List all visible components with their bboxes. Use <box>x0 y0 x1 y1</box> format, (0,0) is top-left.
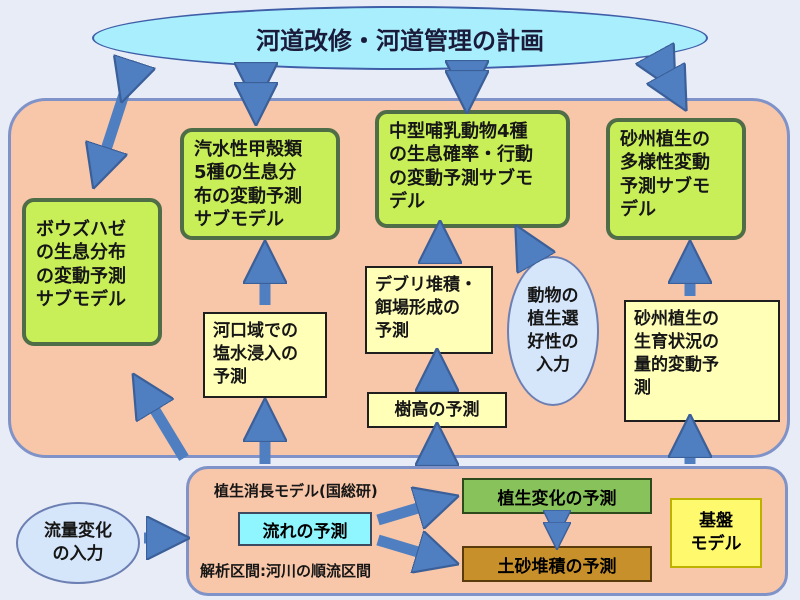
saltwater-line-1: 河口域での <box>213 321 298 341</box>
flow-prediction-box: 流れの予測 <box>238 512 372 546</box>
goby-line-2: の生息分布 <box>36 242 126 264</box>
sediment-prediction-box: 土砂堆積の予測 <box>462 546 652 582</box>
sandbar-veg-line-4: デル <box>620 199 656 221</box>
debris-line-1: デブリ堆積・ <box>375 275 477 295</box>
double-arrow-sandbar <box>665 72 676 92</box>
animal-input-line-2: 植生選 <box>527 309 579 330</box>
mammal-line-1: 中型哺乳動物4種 <box>389 121 528 142</box>
goby-line-4: サブモデル <box>36 289 126 311</box>
crab-line-2: 5種の生息分 <box>194 162 297 184</box>
arrow-animal-to-mammal <box>526 244 536 262</box>
tree-height-prediction-box: 樹高の予測 <box>367 392 507 428</box>
saltwater-line-2: 塩水浸入の <box>213 343 298 364</box>
arrow-flow-to-veg <box>376 502 438 520</box>
sandbar-growth-prediction-box: 砂州植生の 生育状況の 量的変動予 測 <box>624 300 780 422</box>
sandbar-growth-line-3: 量的変動予 <box>634 354 719 375</box>
debris-line-3: 予測 <box>375 320 409 341</box>
plan-title: 河道改修・河道管理の計画 <box>92 6 708 70</box>
animal-input-line-1: 動物の <box>527 286 579 307</box>
base-model-line-2: モデル <box>690 534 742 554</box>
debris-line-2: 餌場形成の <box>375 297 460 318</box>
flow-input-line-2: の入力 <box>52 544 104 564</box>
animal-preference-input-oval: 動物の 植生選 好性の 入力 <box>507 256 599 406</box>
sandbar-veg-line-2: 多様性変動 <box>620 152 710 174</box>
sandbar-veg-line-1: 砂州植生の <box>620 129 710 150</box>
analysis-section-label: 解析区間:河川の順流区間 <box>200 562 371 580</box>
crab-line-3: 布の変動予測 <box>194 185 302 207</box>
base-model-box: 基盤 モデル <box>670 498 762 568</box>
sandbar-growth-line-1: 砂州植生の <box>634 309 719 329</box>
sandbar-veg-line-3: 予測サブモ <box>620 175 710 197</box>
mammal-line-4: デル <box>389 191 425 213</box>
veg-change-label: 植生変化の予測 <box>497 488 617 509</box>
sandbar-growth-line-2: 生育状況の <box>634 331 719 352</box>
goby-line-3: の変動予測 <box>36 265 126 287</box>
flow-input-line-1: 流量変化 <box>44 521 112 542</box>
arrow-flow-to-sediment <box>376 540 438 558</box>
animal-input-line-4: 入力 <box>536 354 570 375</box>
tree-height-label: 樹高の予測 <box>394 399 480 420</box>
debris-prediction-box: デブリ堆積・ 餌場形成の 予測 <box>365 266 493 354</box>
crab-submodel-box: 汽水性甲殻類 5種の生息分 布の変動予測 サブモデル <box>180 128 340 240</box>
base-model-line-1: 基盤 <box>699 511 733 532</box>
sandbar-growth-line-4: 測 <box>634 377 651 398</box>
sediment-label: 土砂堆積の予測 <box>497 556 617 577</box>
saltwater-line-3: 予測 <box>213 366 247 387</box>
sandbar-veg-submodel-box: 砂州植生の 多様性変動 予測サブモ デル <box>606 118 746 240</box>
double-arrow-goby <box>100 82 128 168</box>
mammal-line-3: の変動予測サブモ <box>389 167 533 189</box>
flow-change-input-oval: 流量変化 の入力 <box>16 502 140 584</box>
goby-submodel-box: ボウズハゼ の生息分布 の変動予測 サブモデル <box>22 198 162 346</box>
goby-line-1: ボウズハゼ <box>36 219 126 240</box>
vegetation-model-title: 植生消長モデル(国総研) <box>214 482 378 500</box>
crab-line-1: 汽水性甲殻類 <box>194 139 302 160</box>
arrow-model-to-goby <box>144 392 189 461</box>
animal-input-line-3: 好性の <box>527 332 579 352</box>
flow-prediction-label: 流れの予測 <box>262 521 348 542</box>
saltwater-prediction-box: 河口域での 塩水浸入の 予測 <box>203 312 327 398</box>
mammal-line-2: の生息確率・行動 <box>389 144 533 166</box>
crab-line-4: サブモデル <box>194 209 284 231</box>
